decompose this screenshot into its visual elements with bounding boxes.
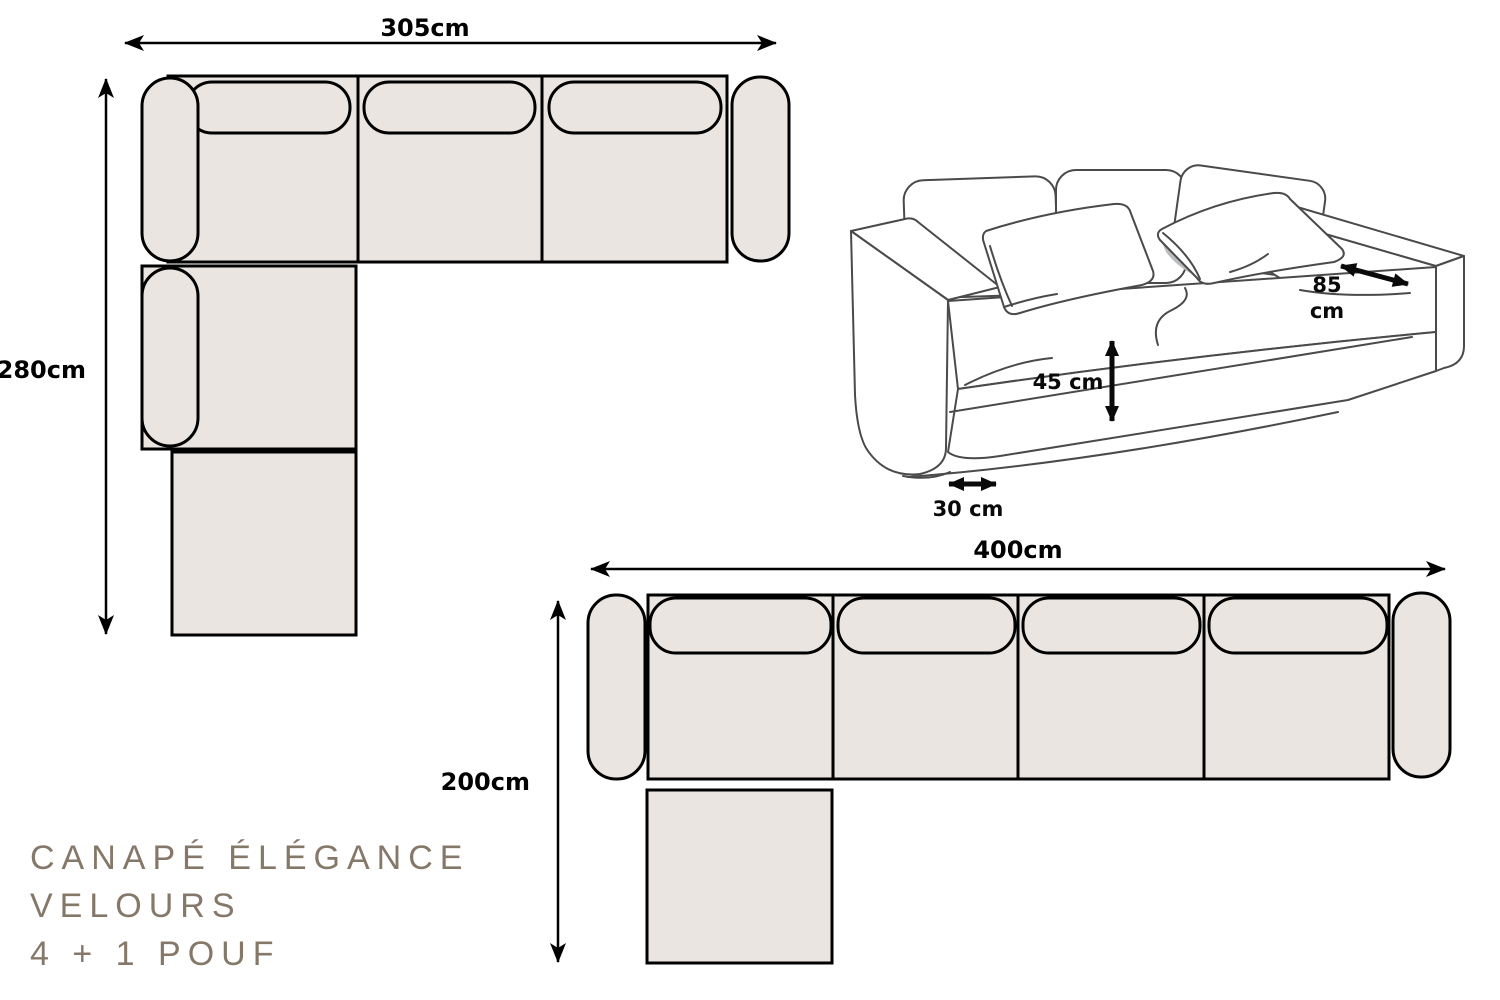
- armrest-left: [586, 593, 647, 781]
- product-title-line1: CANAPÉ ÉLÉGANCE: [30, 839, 470, 877]
- armrest-left: [140, 76, 200, 263]
- sketch-base-seam: [949, 336, 1413, 413]
- pouf: [170, 450, 358, 637]
- corner-sofa-width-label: 305cm: [380, 14, 469, 42]
- back-cushion: [1021, 596, 1202, 655]
- sketch-armrest-width-dimension: 30 cm: [933, 477, 1004, 521]
- sketch-left-arm: [850, 217, 1001, 479]
- sketch-seat-fold: [964, 357, 1053, 386]
- corner-sofa-top-view: 305cm 280cm: [0, 14, 791, 637]
- sketch-pillow-right: [1156, 191, 1345, 285]
- corner-sofa-depth-dimension: 280cm: [0, 78, 114, 635]
- long-sofa-width-dimension: 400cm: [590, 536, 1446, 577]
- sketch-pillow-left: [981, 202, 1155, 316]
- armrest-right: [1391, 591, 1452, 779]
- long-sofa-top-view: 400cm 200cm: [441, 536, 1452, 965]
- armrest-right: [730, 75, 791, 263]
- product-title: CANAPÉ ÉLÉGANCE VELOURS 4 + 1 POUF: [30, 834, 469, 978]
- long-sofa-depth-label: 200cm: [441, 768, 530, 796]
- sketch-base-bottom-line: [907, 411, 1339, 478]
- sketch-seat-seam: [1154, 287, 1188, 346]
- long-sofa-width-label: 400cm: [973, 536, 1062, 564]
- chaise-side-cushion: [140, 266, 200, 448]
- back-cushion: [547, 80, 723, 135]
- corner-sofa-depth-label: 280cm: [0, 356, 86, 384]
- back-cushion: [362, 80, 537, 135]
- long-sofa-depth-dimension: 200cm: [441, 600, 566, 963]
- corner-sofa-width-dimension: 305cm: [124, 14, 777, 51]
- back-cushion: [1207, 596, 1389, 655]
- sketch-seat-fold: [1299, 289, 1411, 296]
- seat-depth-unit-label: cm: [1310, 299, 1344, 323]
- sketch-base: [947, 331, 1437, 460]
- seat-height-label: 45 cm: [1033, 370, 1104, 394]
- seat-depth-value-label: 85: [1312, 273, 1341, 297]
- back-cushion: [836, 596, 1017, 655]
- sketch-seat-depth-dimension: 85 cm: [1310, 263, 1409, 323]
- armrest-width-label: 30 cm: [933, 497, 1004, 521]
- back-cushion: [648, 596, 833, 655]
- sketch-seat-height-dimension: 45 cm: [1033, 340, 1119, 422]
- dimension-arrow: [1340, 263, 1409, 287]
- product-title-line2: VELOURS: [30, 887, 242, 925]
- pouf: [645, 788, 834, 965]
- product-title-line3: 4 + 1 POUF: [30, 935, 281, 973]
- sofa-perspective-sketch: 85 cm 45 cm 30 cm: [850, 164, 1465, 521]
- back-cushion: [185, 80, 352, 135]
